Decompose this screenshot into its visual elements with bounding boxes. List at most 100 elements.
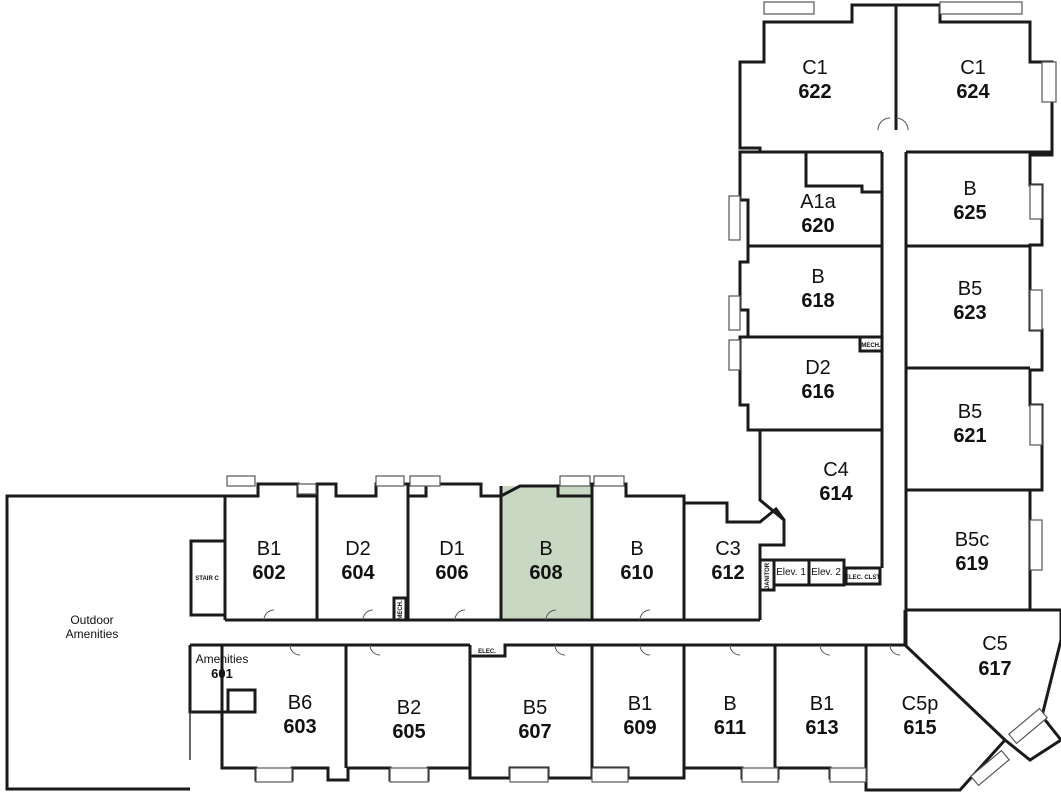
window	[226, 475, 256, 487]
unit-612-type: C3	[715, 538, 741, 560]
door-swing	[889, 644, 901, 656]
unit-603-type: B6	[288, 692, 312, 714]
window	[939, 1, 1023, 15]
unit-604-type: D2	[345, 538, 371, 560]
elevator-2	[807, 558, 846, 587]
window	[375, 475, 405, 487]
elec-closet-label: ELEC. CLST.	[845, 575, 881, 581]
door-swing	[263, 609, 275, 621]
window	[389, 767, 429, 783]
door-swing	[895, 117, 909, 131]
north-wing-west-outline	[738, 3, 896, 545]
unit-609-number: 609	[623, 717, 656, 739]
mech-closet-1-label: MECH.	[398, 600, 404, 620]
window	[728, 295, 741, 331]
door-swing	[877, 117, 891, 131]
unit-616-number: 616	[801, 381, 834, 403]
window	[591, 767, 629, 783]
unit-611-number: 611	[714, 717, 746, 739]
unit-617-type: C5	[982, 633, 1008, 655]
door-swing	[454, 609, 466, 621]
southeast-outline	[864, 608, 1061, 792]
window	[255, 767, 293, 783]
unit-620-number: 620	[801, 215, 834, 237]
mech-closet-2	[858, 335, 884, 353]
door-swing	[639, 644, 651, 656]
window	[1029, 184, 1043, 220]
amenities-601-label: Amenities	[196, 652, 249, 666]
window	[728, 195, 741, 241]
elec-label: ELEC.	[478, 649, 496, 655]
door-swing	[554, 644, 566, 656]
elevator-2-label: Elev. 2	[811, 567, 841, 578]
door-swing	[369, 644, 381, 656]
unit-607-number: 607	[518, 721, 551, 743]
window	[1029, 404, 1043, 446]
unit-605-type: B2	[397, 697, 421, 719]
unit-625-number: 625	[953, 202, 986, 224]
window	[969, 749, 1011, 787]
unit-622-number: 622	[798, 81, 831, 103]
window	[559, 475, 591, 487]
unit-613-number: 613	[805, 717, 838, 739]
window	[409, 475, 441, 487]
unit-616-type: D2	[805, 357, 831, 379]
stair-c-label: STAIR C	[195, 576, 219, 582]
unit-614-type: C4	[823, 459, 849, 481]
unit-617-number: 617	[978, 658, 1011, 680]
elevator-1-label: Elev. 1	[776, 567, 806, 578]
unit-624-number: 624	[956, 81, 990, 103]
door-swing	[545, 609, 557, 621]
window	[763, 1, 815, 15]
unit-613-type: B1	[810, 693, 834, 715]
unit-615-type: C5p	[902, 693, 939, 715]
elec-closet	[844, 566, 882, 586]
unit-606-number: 606	[435, 562, 468, 584]
unit-619-type: B5c	[955, 529, 989, 551]
unit-608-number: 608	[529, 562, 562, 584]
unit-611-type: B	[723, 693, 736, 715]
north-wing-east-outline	[896, 3, 1054, 612]
unit-618-number: 618	[801, 290, 834, 312]
unit-608-highlight	[501, 486, 592, 619]
unit-610-type: B	[630, 538, 643, 560]
unit-615-number: 615	[903, 717, 936, 739]
window	[728, 339, 741, 371]
unit-614-number: 614	[819, 483, 853, 505]
corridor-wall-south-2	[468, 643, 905, 658]
window	[1041, 61, 1057, 103]
door-swing	[819, 644, 831, 656]
unit-612-number: 612	[711, 562, 744, 584]
wall-620-top	[804, 152, 882, 194]
janitor-label: JANITOR	[765, 562, 771, 589]
unit-610-number: 610	[620, 562, 653, 584]
unit-609-type: B1	[628, 693, 652, 715]
unit-602-type: B1	[257, 538, 281, 560]
unit-625-type: B	[963, 178, 976, 200]
outdoor-amenities-label-1: Outdoor	[70, 613, 113, 627]
unit-624-type: C1	[960, 57, 986, 79]
outdoor-amenities-label-2: Amenities	[66, 627, 119, 641]
window	[1029, 289, 1043, 331]
window	[593, 475, 625, 487]
window	[297, 483, 317, 495]
unit-608-type: B	[539, 538, 552, 560]
amenities-601-number: 601	[211, 666, 233, 681]
unit-603-number: 603	[283, 716, 316, 738]
unit-623-type: B5	[958, 278, 982, 300]
unit-621-type: B5	[958, 401, 982, 423]
door-swing	[362, 609, 374, 621]
window	[509, 767, 549, 783]
door-swing	[729, 644, 741, 656]
door-swing	[639, 609, 651, 621]
outdoor-amenities-boundary	[5, 494, 225, 791]
mech-closet-2-label: MECH.	[861, 343, 881, 349]
unit-604-number: 604	[341, 562, 375, 584]
window	[829, 767, 867, 783]
unit-606-type: D1	[439, 538, 465, 560]
unit-620-type: A1a	[800, 191, 836, 213]
wall-617-615-diagonal	[903, 643, 1007, 742]
unit-622-type: C1	[802, 57, 828, 79]
window	[1007, 707, 1049, 745]
